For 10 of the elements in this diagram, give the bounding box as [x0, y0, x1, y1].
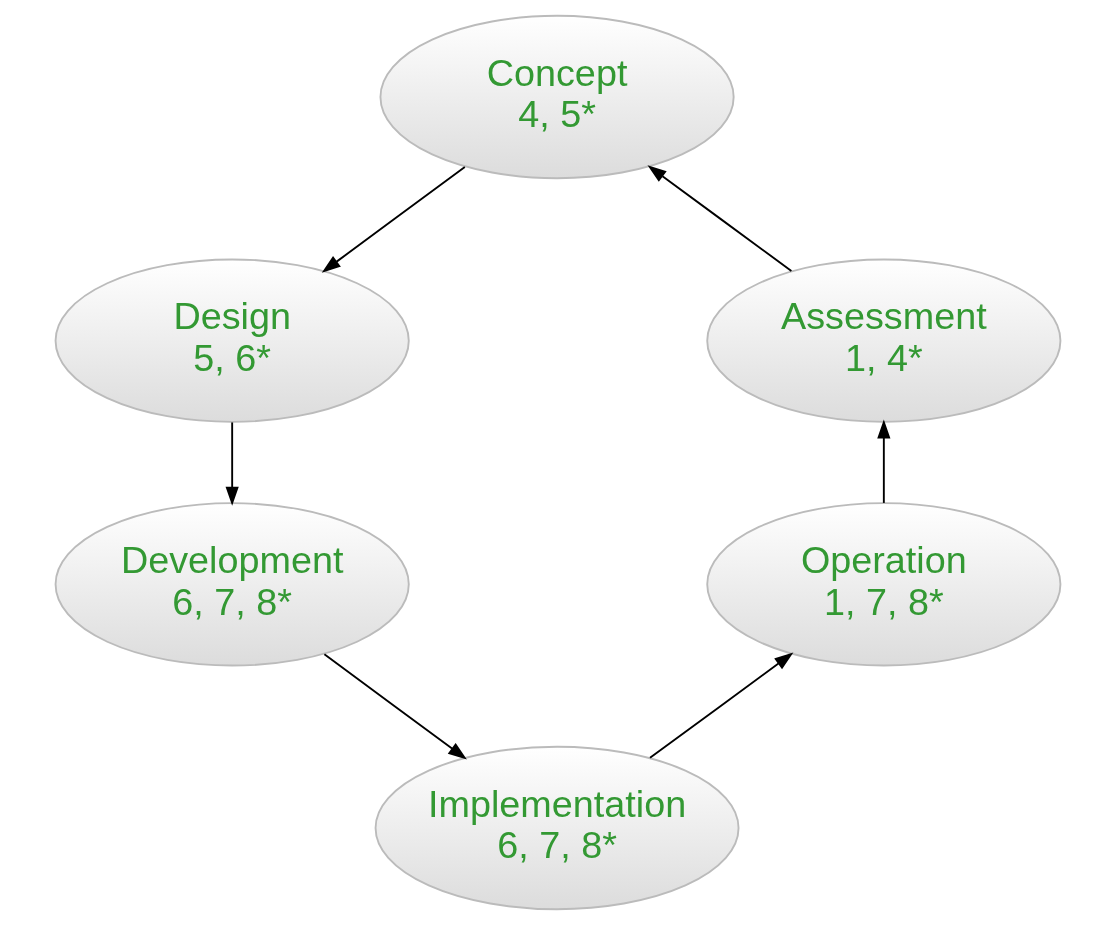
arrow — [321, 166, 466, 273]
arrow — [322, 653, 467, 760]
node-ellipse: Operation 1, 7, 8* — [705, 502, 1061, 667]
node-ellipse: Assessment 1, 4* — [705, 258, 1061, 423]
node-ellipse: Development 6, 7, 8* — [54, 502, 410, 667]
arrow — [647, 165, 792, 272]
node-ellipse: Implementation 6, 7, 8* — [374, 745, 739, 911]
arrow — [876, 419, 890, 504]
arrow — [648, 652, 793, 759]
arrow — [225, 421, 239, 506]
